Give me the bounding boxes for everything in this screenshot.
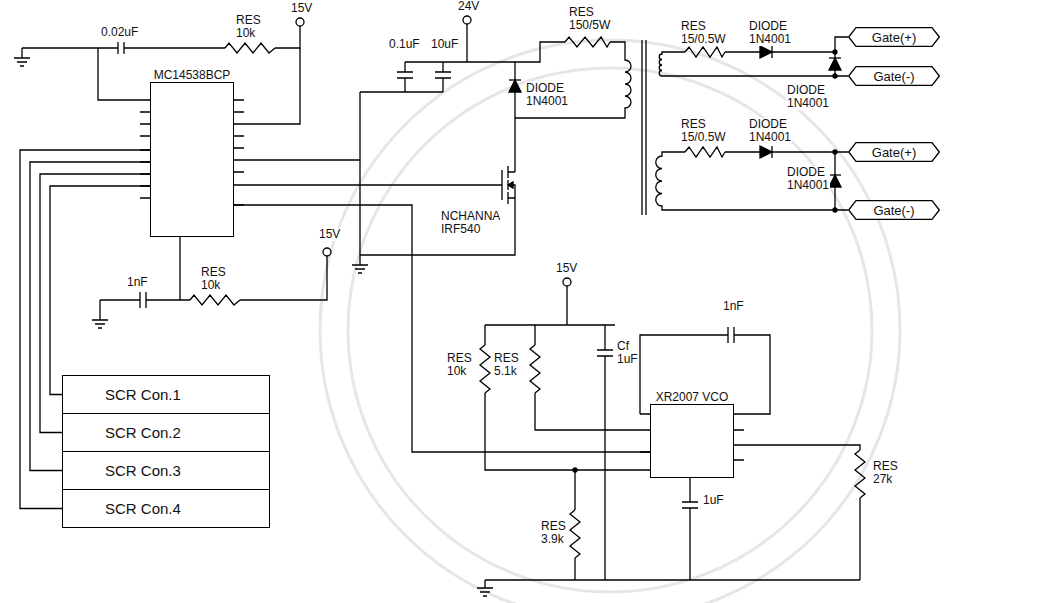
- gate-terminal: Gate(+): [848, 142, 940, 162]
- gate-terminal: Gate(-): [848, 200, 940, 220]
- component-label: 1uF: [702, 494, 725, 507]
- component-label: RES 3.9k: [540, 520, 567, 546]
- component-label: DIODE 1N4001: [525, 82, 569, 108]
- chip-name: XR2007 VCO: [656, 390, 729, 404]
- component-label: 24V: [457, 0, 480, 13]
- ic-chip: XR2007 VCO: [650, 404, 734, 478]
- component-label: 15V: [555, 262, 578, 275]
- chip-name: MC14538BCP: [154, 68, 231, 82]
- terminal-name: Gate(-): [873, 203, 914, 218]
- component-label: RES 10k: [235, 14, 262, 40]
- component-label: 15V: [318, 228, 341, 241]
- scr-connector-box: SCR Con.1: [62, 375, 270, 414]
- watermark-seal: [320, 40, 900, 603]
- component-label: DIODE 1N4001: [748, 20, 792, 46]
- component-label: RES 15/0.5W: [680, 20, 727, 46]
- box-text: SCR Con.4: [63, 500, 181, 517]
- ic-chip: MC14538BCP: [150, 82, 234, 237]
- signal-wire: [234, 205, 650, 452]
- terminal-name: Gate(+): [872, 145, 916, 160]
- component-label: 1nF: [722, 300, 745, 313]
- component-label: RES 150/5W: [568, 6, 611, 32]
- component-label: NCHANNA IRF540: [440, 210, 501, 236]
- signal-wire: [50, 186, 150, 395]
- component-label: 0.1uF: [388, 38, 421, 51]
- box-text: SCR Con.3: [63, 462, 181, 479]
- component-label: 10uF: [430, 38, 459, 51]
- component-label: RES 27k: [872, 460, 899, 486]
- component-label: 15V: [290, 2, 313, 15]
- component-label: RES 5.1k: [493, 352, 520, 378]
- component-label: RES 15/0.5W: [680, 118, 727, 144]
- component-label: DIODE 1N4001: [786, 84, 830, 110]
- component-label: 1nF: [126, 276, 149, 289]
- gate-terminal: Gate(+): [848, 27, 940, 47]
- terminal-name: Gate(+): [872, 30, 916, 45]
- scr-connector-box: SCR Con.3: [62, 451, 270, 490]
- component-label: RES 10k: [200, 266, 227, 292]
- terminal-name: Gate(-): [873, 69, 914, 84]
- scr-connector-box: SCR Con.2: [62, 413, 270, 452]
- component-label: Cf 1uF: [616, 340, 639, 366]
- scr-connector-box: SCR Con.4: [62, 489, 270, 528]
- wiring: [14, 16, 865, 596]
- component-label: 0.02uF: [100, 26, 139, 39]
- component-label: DIODE 1N4001: [748, 118, 792, 144]
- box-text: SCR Con.1: [63, 386, 181, 403]
- component-label: RES 10k: [446, 352, 473, 378]
- component-label: DIODE 1N4001: [786, 166, 830, 192]
- box-text: SCR Con.2: [63, 424, 181, 441]
- gate-terminal: Gate(-): [848, 66, 940, 86]
